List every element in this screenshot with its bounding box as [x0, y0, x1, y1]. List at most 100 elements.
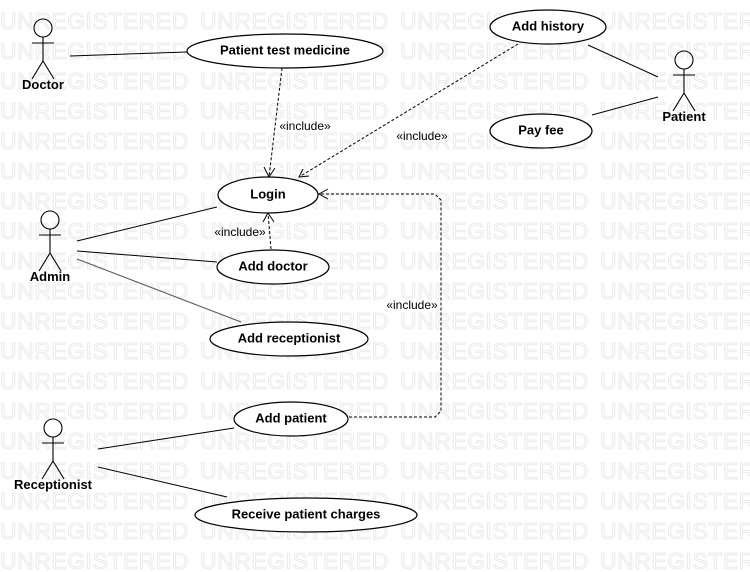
watermark-text: UNREGISTERED: [400, 458, 589, 484]
watermark-text: UNREGISTERED: [600, 158, 750, 184]
stick-figure-icon: [31, 18, 55, 80]
watermark-text: UNREGISTERED: [0, 128, 189, 154]
watermark-text: UNREGISTERED: [400, 308, 589, 334]
watermark-text: UNREGISTERED: [600, 98, 750, 124]
watermark-text: UNREGISTERED: [600, 548, 750, 572]
assoc-patient-add-history: [587, 44, 659, 78]
watermark-text: UNREGISTERED: [200, 218, 389, 244]
watermark-text: UNREGISTERED: [400, 278, 589, 304]
stick-figure-icon: [41, 418, 65, 480]
actor-admin: Admin: [30, 210, 71, 284]
svg-text:Pay fee: Pay fee: [518, 122, 564, 137]
use-case-add-doctor: Add doctor: [216, 249, 330, 285]
watermark-text: UNREGISTERED: [600, 458, 750, 484]
watermark-text: UNREGISTERED: [400, 338, 589, 364]
assoc-receptionist-add-patient: [97, 427, 235, 450]
watermark-text: UNREGISTERED: [0, 8, 189, 34]
watermark-text: UNREGISTERED: [400, 398, 589, 424]
watermark-text: UNREGISTERED: [400, 548, 589, 572]
assoc-admin-add-receptionist: [76, 258, 242, 323]
watermark-text: UNREGISTERED: [600, 338, 750, 364]
svg-text:Receive patient charges: Receive patient charges: [232, 506, 381, 521]
watermark-text: UNREGISTERED: [600, 278, 750, 304]
include-add-history-login: [298, 43, 519, 178]
watermark: UNREGISTERED UNREGISTERED UNREGISTERED UNRE…: [0, 8, 750, 572]
include-add-doctor-login: [267, 212, 272, 250]
watermark-text: UNREGISTERED: [200, 368, 389, 394]
watermark-text: UNREGISTERED: [0, 428, 189, 454]
watermark-text: UNREGISTERED: [600, 488, 750, 514]
svg-text:Add history: Add history: [512, 18, 585, 33]
watermark-text: UNREGISTERED: [0, 488, 189, 514]
watermark-text: UNREGISTERED: [600, 188, 750, 214]
watermark-text: UNREGISTERED: [400, 368, 589, 394]
actor-label-receptionist: Receptionist: [14, 477, 93, 492]
actor-label-admin: Admin: [30, 269, 71, 284]
watermark-text: UNREGISTERED: [0, 98, 189, 124]
watermark-text: UNREGISTERED: [0, 548, 189, 572]
include-add-patient-login: [319, 193, 442, 418]
watermark-text: UNREGISTERED: [600, 368, 750, 394]
watermark-text: UNREGISTERED: [0, 278, 189, 304]
include-test-medicine-login: [268, 67, 283, 178]
stick-figure-icon: [38, 210, 62, 272]
include-label-add-doctor: «include»: [214, 225, 266, 239]
actor-patient: Patient: [662, 50, 706, 124]
use-case-patient-test-medicine: Patient test medicine: [186, 33, 384, 69]
watermark-text: UNREGISTERED: [600, 248, 750, 274]
watermark-text: UNREGISTERED: [600, 128, 750, 154]
use-case-add-patient: Add patient: [233, 401, 349, 437]
watermark-text: UNREGISTERED: [400, 158, 589, 184]
watermark-text: UNREGISTERED: [600, 68, 750, 94]
include-label-add-patient: «include»: [386, 298, 438, 312]
actor-label-doctor: Doctor: [22, 77, 64, 92]
watermark-text: UNREGISTERED: [0, 38, 189, 64]
svg-text:Add receptionist: Add receptionist: [238, 330, 341, 345]
watermark-text: UNREGISTERED: [400, 218, 589, 244]
svg-text:Add doctor: Add doctor: [238, 258, 307, 273]
include-label-test-medicine: «include»: [279, 119, 331, 133]
watermark-text: UNREGISTERED: [400, 428, 589, 454]
watermark-text: UNREGISTERED: [0, 398, 189, 424]
watermark-text: UNREGISTERED: [0, 188, 189, 214]
assoc-doctor-patient-test-medicine: [69, 51, 188, 57]
watermark-text: UNREGISTERED: [0, 68, 189, 94]
assoc-receptionist-receive-charges: [97, 466, 228, 498]
include-arrowhead-add-patient: [317, 188, 329, 200]
watermark-text: UNREGISTERED: [600, 398, 750, 424]
watermark-text: UNREGISTERED: [200, 548, 389, 572]
watermark-text: UNREGISTERED: [0, 368, 189, 394]
use-case-receive-patient-charges: Receive patient charges: [194, 497, 418, 533]
watermark-text: UNREGISTERED: [0, 338, 189, 364]
use-case-pay-fee: Pay fee: [489, 113, 593, 149]
assoc-patient-pay-fee: [591, 96, 659, 116]
watermark-text: UNREGISTERED: [200, 68, 389, 94]
use-case-add-receptionist: Add receptionist: [209, 321, 369, 357]
watermark-text: UNREGISTERED: [600, 518, 750, 544]
watermark-text: UNREGISTERED: [0, 158, 189, 184]
actor-doctor: Doctor: [22, 18, 64, 92]
actor-label-patient: Patient: [662, 109, 706, 124]
include-label-add-history: «include»: [396, 129, 448, 143]
watermark-text: UNREGISTERED: [400, 188, 589, 214]
svg-text:Add patient: Add patient: [255, 410, 327, 425]
stick-figure-icon: [672, 50, 696, 112]
watermark-text: UNREGISTERED: [600, 308, 750, 334]
watermark-text: UNREGISTERED: [0, 518, 189, 544]
svg-text:Patient test medicine: Patient test medicine: [220, 42, 350, 57]
watermark-text: UNREGISTERED: [0, 218, 189, 244]
watermark-text: UNREGISTERED: [200, 98, 389, 124]
watermark-text: UNREGISTERED: [400, 68, 589, 94]
watermark-text: UNREGISTERED: [200, 458, 389, 484]
watermark-text: UNREGISTERED: [0, 308, 189, 334]
svg-text:Login: Login: [250, 186, 285, 201]
watermark-text: UNREGISTERED: [400, 518, 589, 544]
watermark-text: UNREGISTERED: [400, 488, 589, 514]
assoc-admin-login: [76, 206, 218, 242]
watermark-text: UNREGISTERED: [0, 458, 189, 484]
use-case-login: Login: [217, 176, 319, 214]
use-case-add-history: Add history: [489, 9, 607, 45]
watermark-text: UNREGISTERED: [600, 8, 750, 34]
watermark-text: UNREGISTERED: [600, 428, 750, 454]
